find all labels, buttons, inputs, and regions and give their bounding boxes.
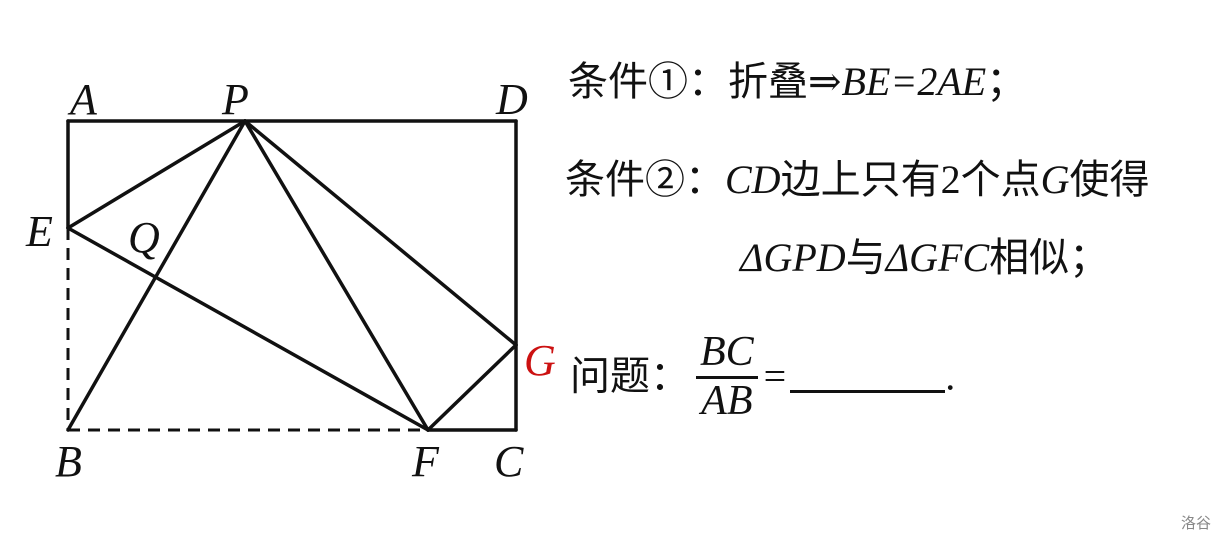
condition-2-m2: G xyxy=(1040,157,1070,202)
label-D: D xyxy=(495,75,528,124)
condition-2-end: 相似； xyxy=(989,235,1110,280)
segment-PF xyxy=(243,119,430,432)
watermark: 洛谷 xyxy=(1180,514,1211,532)
segment-GF xyxy=(426,343,518,432)
segment-EF xyxy=(66,226,430,432)
question-label: 问题： xyxy=(570,353,690,399)
segment-PG xyxy=(243,119,518,347)
answer-blank[interactable] xyxy=(790,360,946,394)
label-G: G xyxy=(524,336,556,385)
condition-2-t2: 使得 xyxy=(1069,157,1150,202)
question-end: . xyxy=(945,353,956,399)
label-Q: Q xyxy=(128,213,160,262)
segment-PB xyxy=(66,119,247,432)
numerator: BC xyxy=(696,330,758,380)
triangle-GPD: ΔGPD xyxy=(740,235,846,280)
condition-2: 条件②：CD边上只有2个点G使得 xyxy=(565,160,1149,200)
label-P: P xyxy=(221,75,249,124)
label-F: F xyxy=(411,437,440,486)
label-C: C xyxy=(494,437,524,486)
condition-2-t1: 边上只有2个点 xyxy=(780,157,1041,202)
condition-2-m1: CD xyxy=(725,157,781,202)
condition-1: 条件①：折叠⇒BE=2AE； xyxy=(568,62,1026,102)
label-E: E xyxy=(25,207,53,256)
condition-1-text: 折叠⇒ xyxy=(728,59,842,104)
condition-2-label: 条件②： xyxy=(565,157,725,202)
triangle-GFC: ΔGFC xyxy=(885,235,990,280)
segment-PE xyxy=(66,119,247,230)
condition-1-math: BE=2AE xyxy=(841,59,987,104)
condition-1-end: ； xyxy=(986,59,1027,104)
condition-2-line2: ΔGPD与ΔGFC相似； xyxy=(740,238,1109,278)
label-B: B xyxy=(55,437,82,486)
label-A: A xyxy=(67,75,98,124)
equals-sign: = xyxy=(763,353,787,399)
condition-2-mid: 与 xyxy=(845,235,886,280)
denominator: AB xyxy=(701,378,753,425)
condition-1-label: 条件①： xyxy=(568,59,728,104)
